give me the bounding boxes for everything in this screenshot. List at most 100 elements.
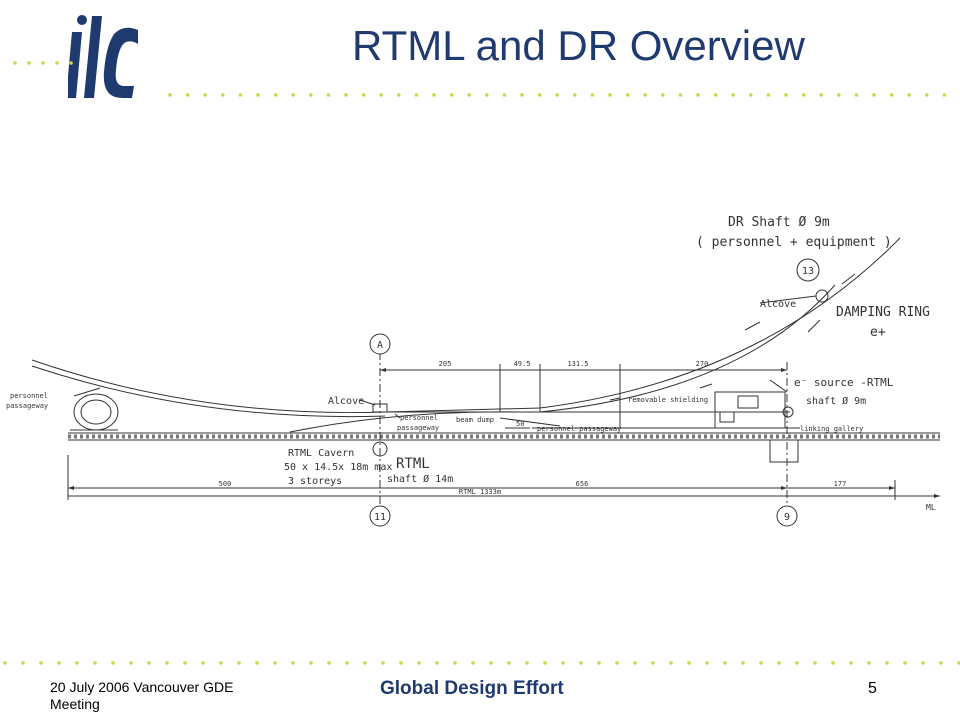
personnel-passageway-mid-2: passageway: [397, 424, 439, 432]
decorative-dot: [777, 661, 781, 665]
damping-ring-label: DAMPING RING: [836, 305, 930, 320]
decorative-dot: [361, 93, 366, 97]
decorative-dot: [363, 661, 367, 665]
decorative-dot: [749, 93, 753, 97]
left-curved-beamline-lower: [31, 365, 386, 418]
decorative-dot: [696, 93, 700, 97]
dim-656: 656: [576, 480, 589, 488]
decorative-dot: [939, 661, 943, 665]
decorative-dot: [885, 661, 889, 665]
decorative-dot: [309, 661, 313, 665]
node-11-circle: [369, 505, 391, 527]
decorative-dot: [687, 661, 691, 665]
decorative-dot: [417, 661, 421, 665]
beam-dump-line: [499, 417, 561, 427]
source-shaft: [782, 406, 794, 418]
decorative-dot: [872, 93, 876, 97]
decorative-dot: [831, 661, 835, 665]
e-source-shaft-label: shaft Ø 9m: [806, 395, 866, 407]
node-11-label: 11: [374, 512, 386, 523]
decorative-dot: [801, 93, 806, 97]
node-13-circle: [796, 258, 820, 282]
decorative-dot: [291, 93, 295, 97]
transfer-line-upper: [384, 407, 541, 413]
decorative-dot: [669, 661, 673, 665]
decorative-dot: [713, 93, 718, 97]
decorative-dot: [615, 661, 619, 665]
dr-shaft: [815, 289, 829, 303]
e-source-label: e⁻ source -RTML: [794, 376, 894, 389]
logo-text: ilc: [68, 12, 70, 13]
dr-shaft-label: DR Shaft Ø 9m: [728, 215, 830, 230]
footer-dot-line: [3, 661, 960, 665]
dim-131-5: 131.5: [567, 360, 588, 368]
decorative-dot: [489, 661, 493, 665]
decorative-dot: [813, 661, 817, 665]
decorative-dot: [608, 93, 612, 97]
decorative-dot: [273, 93, 278, 97]
decorative-dot: [165, 661, 169, 665]
decorative-dot: [381, 661, 385, 665]
node-a-circle: [369, 333, 391, 355]
rtml-total-label: RTML 1333m: [459, 488, 501, 496]
decorative-dot: [467, 93, 472, 97]
decorative-dot: [255, 661, 259, 665]
decorative-dot: [344, 93, 348, 97]
beam-dump-label: beam dump: [456, 416, 494, 424]
decorative-dot: [759, 661, 763, 665]
decorative-dot: [435, 661, 439, 665]
decorative-dot: [453, 661, 457, 665]
decorative-dot: [507, 661, 511, 665]
decorative-dot: [795, 661, 799, 665]
personnel-passageway-mid-1: personnel: [400, 414, 438, 422]
decorative-dot: [93, 661, 97, 665]
dim-205: 205: [439, 360, 452, 368]
footer-organization: Global Design Effort: [380, 678, 564, 699]
decorative-dot: [379, 93, 383, 97]
decorative-dot: [168, 93, 172, 97]
decorative-dot: [867, 661, 871, 665]
decorative-dot: [273, 661, 277, 665]
decorative-dot: [399, 661, 403, 665]
decorative-dot: [907, 93, 911, 97]
dr-shaft-sublabel: ( personnel + equipment ): [696, 235, 892, 250]
slide-title: RTML and DR Overview: [352, 22, 805, 69]
decorative-dot: [291, 661, 295, 665]
decorative-dot: [449, 93, 454, 97]
decorative-dot: [819, 93, 823, 97]
decorative-dot: [238, 93, 243, 97]
decorative-dot: [741, 661, 745, 665]
e-source-equipment: [714, 391, 786, 429]
linking-gallery-label: linking gallery: [800, 425, 863, 433]
decorative-dot: [203, 93, 207, 97]
decorative-dot: [597, 661, 601, 665]
decorative-dot: [183, 661, 187, 665]
decorative-dot: [579, 661, 583, 665]
alcove-left-label: Alcove: [328, 396, 364, 407]
decorative-dot: [854, 93, 859, 97]
alcove-right-label: Alcove: [760, 299, 796, 310]
dim-177: 177: [834, 480, 847, 488]
dim-49-5: 49.5: [514, 360, 531, 368]
decorative-dot: [57, 661, 61, 665]
page-number: 5: [868, 680, 877, 697]
decorative-dot: [471, 661, 475, 665]
decorative-dot: [432, 93, 436, 97]
ml-label: ML: [926, 503, 936, 512]
decorative-dot: [201, 661, 205, 665]
decorative-dot: [837, 93, 841, 97]
decorative-dot: [111, 661, 115, 665]
decorative-dot: [414, 93, 419, 97]
decorative-dot: [921, 661, 925, 665]
decorative-dot: [185, 93, 190, 97]
decorative-dot: [525, 661, 529, 665]
decorative-dot: [3, 661, 7, 665]
decorative-dot: [705, 661, 709, 665]
decorative-dot: [590, 93, 595, 97]
decorative-dot: [256, 93, 260, 97]
decorative-dot: [925, 93, 929, 97]
node-a-label: A: [377, 340, 383, 351]
decorative-dot: [573, 93, 577, 97]
rtml-dr-layout-diagram: A 13 11 9 DR Shaft Ø 9m ( personnel + eq…: [6, 215, 940, 527]
decorative-dot: [397, 93, 401, 97]
